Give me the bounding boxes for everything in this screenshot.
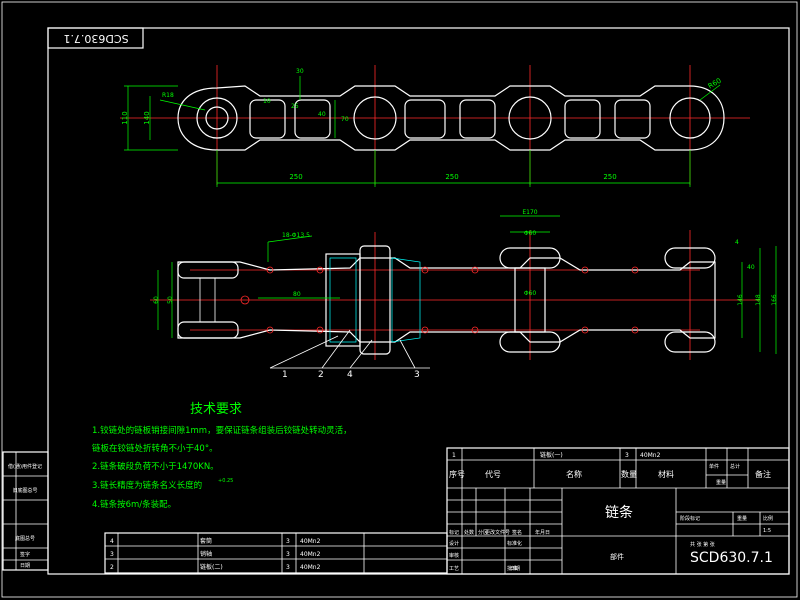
svg-text:3: 3 [414, 370, 420, 380]
svg-text:10: 10 [263, 98, 271, 105]
svg-text:140: 140 [143, 111, 151, 124]
tech-line-5: 4.链条按6m/条装配。 [92, 499, 176, 510]
svg-text:40: 40 [318, 111, 326, 118]
svg-text:4: 4 [110, 538, 114, 545]
svg-text:借(通)用件登记: 借(通)用件登记 [8, 463, 42, 470]
svg-text:40Mn2: 40Mn2 [640, 452, 661, 459]
svg-text:Φ60: Φ60 [524, 290, 537, 297]
svg-text:材料: 材料 [658, 469, 674, 479]
svg-text:70: 70 [341, 116, 349, 123]
svg-text:分区: 分区 [478, 529, 488, 536]
svg-text:2: 2 [318, 370, 324, 380]
svg-text:3: 3 [286, 551, 290, 558]
svg-text:销轴: 销轴 [200, 550, 212, 558]
svg-text:R18: R18 [162, 92, 174, 99]
svg-text:阶段标记: 阶段标记 [680, 515, 700, 522]
svg-text:3: 3 [286, 564, 290, 571]
svg-text:年月日: 年月日 [535, 529, 550, 536]
svg-text:166: 166 [771, 294, 778, 306]
part-type: 部件 [610, 552, 624, 561]
title-block: 1 链板(一) 3 40Mn2 序号 代号 名称 数量 材料 单件 总计 重量 … [446, 447, 790, 575]
inner-frame [47, 27, 790, 575]
svg-text:重量: 重量 [737, 515, 747, 522]
svg-text:250: 250 [445, 173, 458, 181]
svg-text:比例: 比例 [763, 515, 773, 522]
svg-text:146: 146 [737, 294, 744, 306]
svg-text:备注: 备注 [755, 469, 771, 479]
svg-text:25: 25 [291, 103, 299, 110]
svg-text:30: 30 [296, 68, 304, 75]
top-view: 250 250 250 110 140 R18 R60 30 10 25 40 … [120, 65, 750, 187]
svg-text:日期: 日期 [20, 563, 30, 569]
svg-text:1:5: 1:5 [763, 528, 771, 534]
svg-text:60: 60 [153, 296, 160, 304]
svg-text:R60: R60 [707, 77, 723, 91]
tech-line-4: 3.链长精度为链条名义长度的 [92, 480, 202, 491]
svg-text:名称: 名称 [566, 469, 582, 479]
svg-text:110: 110 [121, 111, 129, 124]
svg-text:50: 50 [167, 296, 174, 304]
svg-text:Φ60: Φ60 [524, 230, 537, 237]
svg-text:签名: 签名 [512, 529, 522, 536]
tech-line-3: 2.链条破段负荷不小于1470KN。 [92, 461, 219, 472]
svg-text:重量: 重量 [716, 479, 726, 486]
svg-text:批准: 批准 [507, 565, 517, 572]
tech-requirements: 技术要求 1.铰链处的链板销接间隙1mm，要保证链条组装后铰链处转动灵活， 链板… [92, 402, 352, 510]
svg-text:250: 250 [289, 173, 302, 181]
svg-text:80: 80 [293, 291, 301, 298]
left-stamps: 借(通)用件登记 旧底图总号 底图总号 签字 日期 [2, 451, 49, 571]
svg-text:3: 3 [286, 538, 290, 545]
svg-text:单件: 单件 [709, 463, 719, 470]
svg-text:E170: E170 [522, 209, 537, 216]
svg-text:旧底图总号: 旧底图总号 [12, 487, 37, 494]
svg-text:1: 1 [282, 370, 288, 380]
svg-text:工艺: 工艺 [449, 566, 459, 572]
svg-text:40: 40 [747, 264, 755, 271]
svg-text:链板(二): 链板(二) [200, 563, 223, 571]
svg-text:序号: 序号 [449, 469, 465, 479]
svg-text:3: 3 [625, 452, 629, 459]
svg-text:标记: 标记 [449, 529, 459, 536]
svg-text:代号: 代号 [485, 469, 501, 479]
code-box [47, 27, 144, 49]
tech-line-1: 1.铰链处的链板销接间隙1mm，要保证链条组装后铰链处转动灵活， [92, 425, 352, 436]
svg-text:更改文件号: 更改文件号 [485, 529, 510, 536]
side-view: 18-Φ13.5 80 60 50 E170 Φ60 Φ60 146 148 1… [150, 209, 778, 380]
svg-text:链板(一): 链板(一) [540, 451, 563, 459]
svg-text:2: 2 [110, 564, 114, 571]
svg-text:18-Φ13.5: 18-Φ13.5 [282, 232, 310, 239]
svg-text:40Mn2: 40Mn2 [300, 538, 321, 545]
svg-text:40Mn2: 40Mn2 [300, 551, 321, 558]
svg-text:总计: 总计 [730, 463, 740, 470]
svg-text:底图总号: 底图总号 [15, 535, 35, 542]
part-name: 链条 [605, 504, 633, 521]
svg-text:40Mn2: 40Mn2 [300, 564, 321, 571]
svg-text:日期: 日期 [510, 566, 520, 572]
drawing-code-mirrored: SCD630.7.1 [63, 32, 128, 45]
tech-tolerance: +0.25 [218, 478, 233, 484]
svg-text:标准化: 标准化 [507, 540, 522, 547]
svg-text:数量: 数量 [621, 469, 637, 479]
svg-text:共 张 第 张: 共 张 第 张 [690, 541, 715, 548]
svg-text:签字: 签字 [20, 551, 30, 558]
svg-text:250: 250 [603, 173, 616, 181]
tech-title: 技术要求 [190, 402, 242, 417]
svg-text:1: 1 [452, 452, 456, 459]
bom-small: 4 套筒 3 40Mn2 3 销轴 3 40Mn2 2 链板(二) 3 40Mn… [104, 532, 448, 574]
tech-line-2: 链板在铰链处折转角不小于40°。 [92, 443, 218, 454]
svg-text:处数: 处数 [464, 529, 474, 536]
drawing-code: SCD630.7.1 [690, 550, 773, 566]
svg-text:设计: 设计 [449, 540, 459, 547]
svg-text:审核: 审核 [449, 552, 459, 559]
svg-text:4: 4 [735, 239, 739, 246]
svg-text:3: 3 [110, 551, 114, 558]
svg-text:套筒: 套筒 [200, 537, 212, 545]
svg-text:148: 148 [755, 294, 762, 306]
svg-text:4: 4 [347, 370, 353, 380]
